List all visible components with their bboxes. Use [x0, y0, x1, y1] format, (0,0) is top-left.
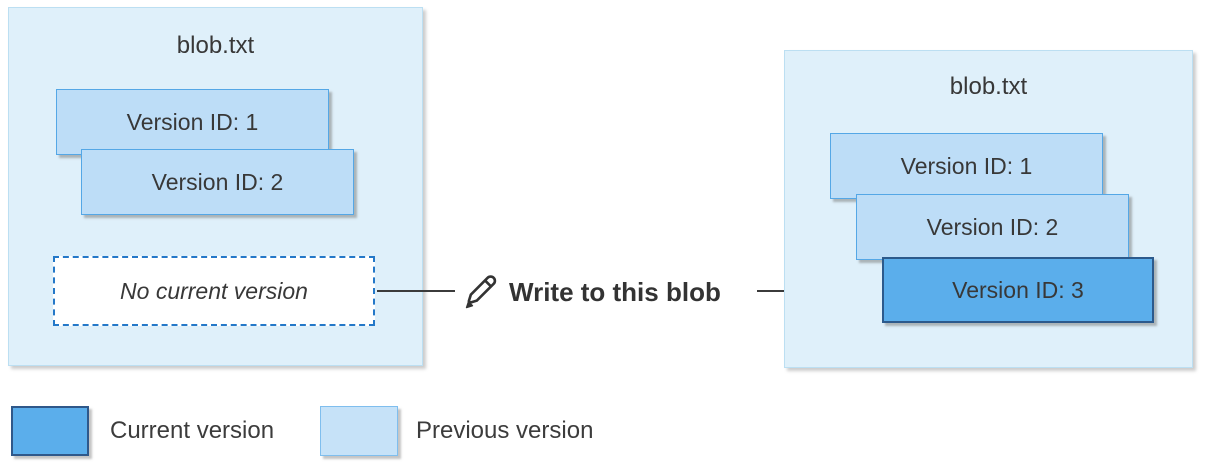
right-version-card-2: Version ID: 2: [856, 194, 1129, 260]
pencil-icon: [465, 275, 497, 309]
left-blob-container: blob.txt Version ID: 1 Version ID: 2 No …: [8, 7, 423, 366]
version-label: Version ID: 1: [126, 108, 259, 135]
legend-label-current: Current version: [110, 417, 275, 444]
version-label: Version ID: 2: [151, 168, 284, 195]
right-version-card-3-current: Version ID: 3: [882, 257, 1154, 323]
no-current-version-label: No current version: [120, 277, 308, 304]
legend-swatch-current: [11, 406, 89, 456]
no-current-version-box: No current version: [53, 256, 375, 326]
left-blob-title: blob.txt: [176, 32, 255, 59]
write-action-label: Write to this blob: [509, 277, 721, 307]
legend-swatch-previous: [320, 406, 398, 456]
legend-label-previous: Previous version: [416, 417, 594, 444]
version-label: Version ID: 2: [926, 213, 1059, 240]
right-blob-title: blob.txt: [949, 73, 1028, 100]
right-blob-container: blob.txt Version ID: 1 Version ID: 2 Ver…: [784, 50, 1193, 368]
version-label: Version ID: 1: [900, 152, 1033, 179]
version-label: Version ID: 3: [952, 276, 1084, 303]
connector-line-left: [377, 290, 455, 292]
left-version-card-2: Version ID: 2: [81, 149, 354, 215]
right-version-card-1: Version ID: 1: [830, 133, 1103, 199]
left-version-card-1: Version ID: 1: [56, 89, 329, 155]
